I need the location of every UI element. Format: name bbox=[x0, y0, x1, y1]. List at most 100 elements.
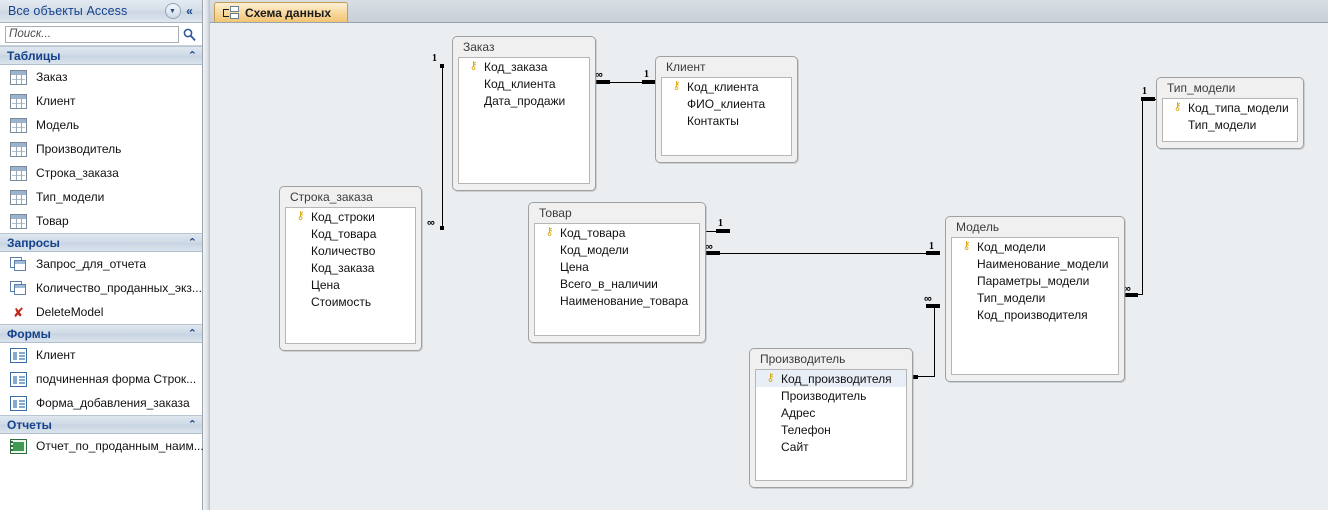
relationship-table-tovar[interactable]: Товар ⚷Код_товара⚷Код_модели⚷Цена ⚷ Всего_в… bbox=[528, 202, 706, 343]
nav-item-0-2[interactable]: Модель bbox=[0, 113, 202, 137]
relationship-field[interactable]: ⚷Код_модели bbox=[952, 238, 1118, 255]
relationship-field[interactable]: ⚷Параметры_модели bbox=[952, 272, 1118, 289]
chevron-up-icon[interactable]: ⌃ bbox=[187, 419, 197, 431]
nav-item-1-2[interactable]: ✘DeleteModel bbox=[0, 300, 202, 324]
relationship-field[interactable]: ⚷Код_клиента bbox=[459, 75, 589, 92]
nav-item-label: Модель bbox=[36, 118, 80, 132]
relationship-field[interactable]: ⚷Наименование_модели bbox=[952, 255, 1118, 272]
relationship-field[interactable]: ⚷ Всего_в_наличии bbox=[535, 275, 699, 292]
relationship-field[interactable]: ⚷Код_производителя bbox=[756, 370, 906, 387]
relationship-field[interactable]: ⚷Код_модели bbox=[535, 241, 699, 258]
relationship-table-title: Тип_модели bbox=[1167, 81, 1236, 95]
relationship-field[interactable]: ⚷ Телефон bbox=[756, 421, 906, 438]
relationship-field[interactable]: ⚷Код_производителя bbox=[952, 306, 1118, 323]
relationship-field[interactable]: ⚷Стоимость bbox=[286, 293, 415, 310]
tab-relationships[interactable]: Схема данных bbox=[214, 2, 348, 22]
delete-query-icon: ✘ bbox=[13, 304, 24, 320]
relationship-line bbox=[600, 82, 656, 83]
relationship-field[interactable]: ⚷Код_заказа bbox=[286, 259, 415, 276]
relationship-field-list: ⚷Код_строки⚷Код_товара⚷Количество⚷Код_за… bbox=[285, 207, 416, 344]
nav-item-0-5[interactable]: Тип_модели bbox=[0, 185, 202, 209]
relationship-field[interactable]: ⚷Контакты bbox=[662, 112, 791, 129]
field-spacer: ⚷ bbox=[543, 278, 556, 289]
cardinality-one: 1 bbox=[644, 69, 649, 80]
relationship-field[interactable]: ⚷ФИО_клиента bbox=[662, 95, 791, 112]
relationship-field[interactable]: ⚷Тип_модели bbox=[1163, 116, 1297, 133]
field-spacer: ⚷ bbox=[960, 309, 973, 320]
search-row bbox=[0, 23, 202, 46]
nav-item-2-0[interactable]: Клиент bbox=[0, 343, 202, 367]
chevron-up-icon[interactable]: ⌃ bbox=[187, 328, 197, 340]
nav-item-0-6[interactable]: Товар bbox=[0, 209, 202, 233]
form-icon bbox=[10, 371, 27, 387]
nav-group-header[interactable]: Отчеты⌃ bbox=[0, 415, 202, 434]
search-input[interactable] bbox=[5, 25, 179, 43]
nav-item-0-1[interactable]: Клиент bbox=[0, 89, 202, 113]
nav-item-2-2[interactable]: Форма_добавления_заказа bbox=[0, 391, 202, 415]
relationship-field[interactable]: ⚷Цена bbox=[535, 258, 699, 275]
relationship-table-stroka-zakaza[interactable]: Строка_заказа ⚷Код_строки⚷Код_товара⚷Коли… bbox=[279, 186, 422, 351]
nav-group-title: Таблицы bbox=[7, 48, 61, 63]
field-spacer: ⚷ bbox=[960, 292, 973, 303]
nav-item-label: подчиненная форма Строк... bbox=[36, 372, 197, 386]
relationship-field[interactable]: ⚷Количество bbox=[286, 242, 415, 259]
relationship-field[interactable]: ⚷ Тип_модели bbox=[952, 289, 1118, 306]
field-spacer: ⚷ bbox=[764, 424, 777, 435]
relationship-field-list: ⚷Код_производителя⚷Производитель⚷Адрес ⚷ Т… bbox=[755, 369, 907, 481]
search-icon[interactable] bbox=[179, 25, 199, 43]
nav-item-0-3[interactable]: Производитель bbox=[0, 137, 202, 161]
relationship-field[interactable]: ⚷Адрес bbox=[756, 404, 906, 421]
relationship-field-label: Код_клиента bbox=[687, 79, 759, 94]
relationship-table-model[interactable]: Модель⚷Код_модели⚷Наименование_модели⚷Па… bbox=[945, 216, 1125, 382]
chevron-up-icon[interactable]: ⌃ bbox=[187, 50, 197, 62]
relationship-field[interactable]: ⚷Сайт bbox=[756, 438, 906, 455]
nav-item-2-1[interactable]: подчиненная форма Строк... bbox=[0, 367, 202, 391]
relationship-table-title: Строка_заказа bbox=[290, 190, 373, 204]
field-spacer: ⚷ bbox=[294, 279, 307, 290]
relationship-field-label: Параметры_модели bbox=[977, 273, 1090, 288]
relationship-field[interactable]: ⚷Код_типа_модели bbox=[1163, 99, 1297, 116]
nav-item-1-1[interactable]: Количество_проданных_экз... bbox=[0, 276, 202, 300]
relationship-field[interactable]: ⚷Цена bbox=[286, 276, 415, 293]
relationship-field[interactable]: ⚷Производитель bbox=[756, 387, 906, 404]
relationship-field[interactable]: ⚷Код_товара bbox=[286, 225, 415, 242]
nav-group-header[interactable]: Таблицы ⌃ bbox=[0, 46, 202, 65]
nav-item-label: Клиент bbox=[36, 94, 76, 108]
chevron-up-icon[interactable]: ⌃ bbox=[187, 237, 197, 249]
nav-item-3-0[interactable]: Отчет_по_проданным_наим... bbox=[0, 434, 204, 458]
relationship-field[interactable]: ⚷ Код_клиента bbox=[662, 78, 791, 95]
nav-item-0-0[interactable]: Заказ bbox=[0, 65, 202, 89]
primary-key-icon: ⚷ bbox=[672, 80, 681, 92]
relationship-field-label: Тип_модели bbox=[977, 290, 1046, 305]
relationship-field[interactable]: ⚷Код_строки bbox=[286, 208, 415, 225]
relationship-table-title: Товар bbox=[539, 206, 572, 220]
table-icon bbox=[10, 213, 27, 229]
relationship-field-label: Всего_в_наличии bbox=[560, 276, 658, 291]
relationship-table-klient[interactable]: Клиент⚷Код_клиента⚷ФИО_клиента⚷Контакты bbox=[655, 56, 798, 163]
cardinality-many: ∞ bbox=[924, 293, 932, 305]
cardinality-one: 1 bbox=[432, 53, 437, 64]
relationship-field-label: Телефон bbox=[781, 422, 831, 437]
nav-group-header[interactable]: Формы⌃ bbox=[0, 324, 202, 343]
relationship-table-zakaz[interactable]: Заказ⚷Код_заказа⚷Код_клиента⚷Дата_продаж… bbox=[452, 36, 596, 191]
table-icon bbox=[10, 69, 27, 85]
relationship-field-list: ⚷Код_типа_модели⚷Тип_модели bbox=[1162, 98, 1298, 142]
double-chevron-left-icon[interactable]: « bbox=[186, 3, 193, 18]
relationships-canvas[interactable]: 1 ∞ ∞ 1 ∞ ∞ 1 ∞ 1 bbox=[210, 23, 1328, 510]
navigation-pane: Все объекты Access ▼ « Таблицы⌃ЗаказКлие… bbox=[0, 0, 204, 510]
nav-group-header[interactable]: Запросы⌃ bbox=[0, 233, 202, 252]
field-spacer: ⚷ bbox=[960, 258, 973, 269]
relationship-field[interactable]: ⚷Наименование_товара bbox=[535, 292, 699, 309]
nav-item-1-0[interactable]: Запрос_для_отчета bbox=[0, 252, 202, 276]
relationship-field[interactable]: ⚷Код_заказа bbox=[459, 58, 589, 75]
relationship-table-proizvoditel[interactable]: Производитель⚷Код_производителя⚷Производ… bbox=[749, 348, 913, 488]
relationship-table-tip-modeli[interactable]: Тип_модели ⚷Код_типа_модели⚷Тип_модели bbox=[1156, 77, 1304, 149]
field-spacer: ⚷ bbox=[1171, 119, 1184, 130]
nav-item-0-4[interactable]: Строка_заказа bbox=[0, 161, 202, 185]
form-icon bbox=[10, 347, 27, 363]
navigation-splitter[interactable] bbox=[203, 0, 210, 510]
relationship-field[interactable]: ⚷Код_товара bbox=[535, 224, 699, 241]
chevron-down-circle-icon[interactable]: ▼ bbox=[164, 3, 181, 20]
relationship-field-label: Код_производителя bbox=[781, 371, 892, 386]
relationship-field[interactable]: ⚷Дата_продажи bbox=[459, 92, 589, 109]
